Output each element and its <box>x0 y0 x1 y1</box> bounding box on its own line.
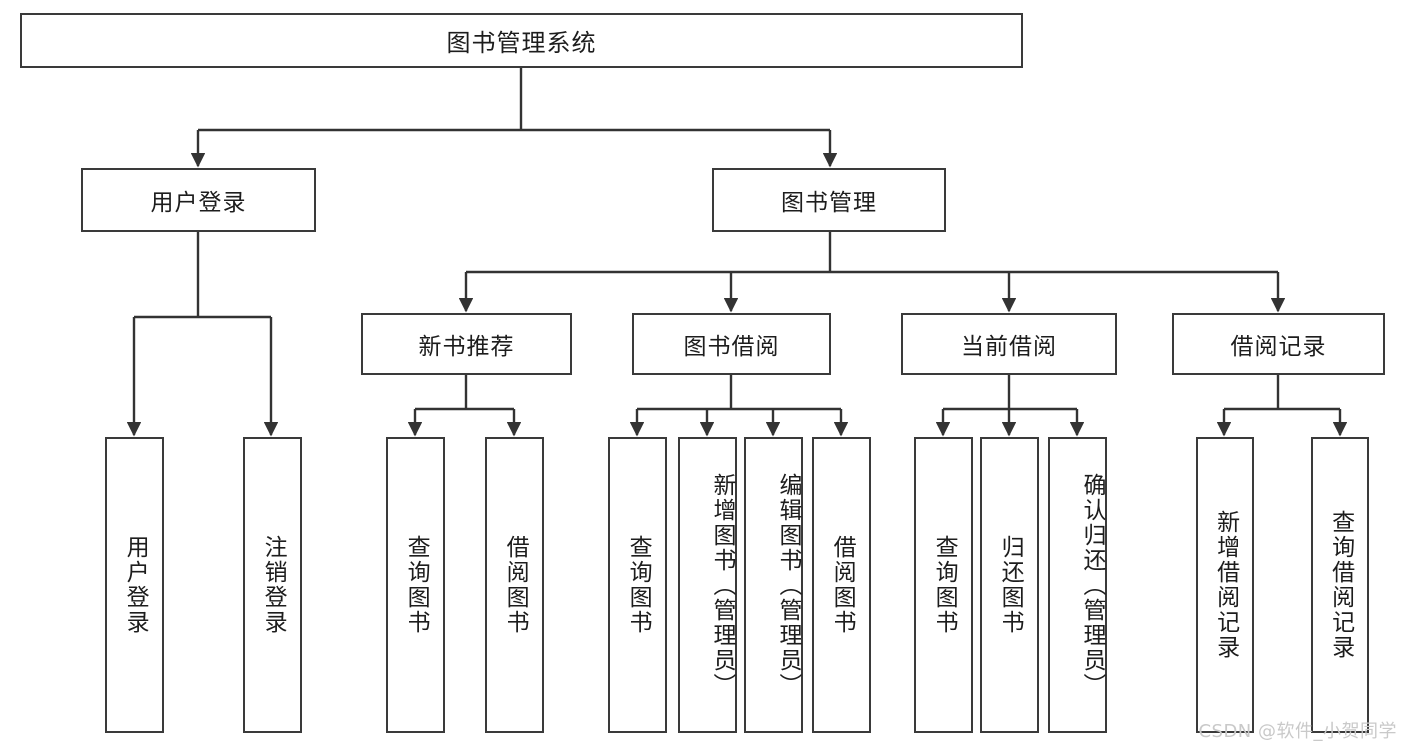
leaf-add-book-label: 新增图书（管理员） <box>709 472 735 698</box>
leaf-query-book-2[interactable]: 查询图书 <box>608 437 667 733</box>
node-user-login-label: 用户登录 <box>150 190 247 216</box>
leaf-return-book-label: 归还图书 <box>997 535 1024 635</box>
leaf-query-book-3-label: 查询图书 <box>931 535 958 635</box>
leaf-add-record-label: 新增借阅记录 <box>1212 510 1239 660</box>
leaf-confirm-return-label: 确认归还（管理员） <box>1079 472 1105 698</box>
leaf-query-book-3[interactable]: 查询图书 <box>914 437 973 733</box>
leaf-query-record-label: 查询借阅记录 <box>1327 510 1354 660</box>
node-current-borrow[interactable]: 当前借阅 <box>901 313 1117 375</box>
leaf-borrow-book-1[interactable]: 借阅图书 <box>485 437 544 733</box>
leaf-add-book[interactable]: 新增图书（管理员） <box>678 437 737 733</box>
leaf-query-book-1[interactable]: 查询图书 <box>386 437 445 733</box>
leaf-query-record[interactable]: 查询借阅记录 <box>1311 437 1369 733</box>
leaf-borrow-book-2[interactable]: 借阅图书 <box>812 437 871 733</box>
leaf-user-login[interactable]: 用户登录 <box>105 437 164 733</box>
node-book-manage-label: 图书管理 <box>781 190 877 216</box>
leaf-logout[interactable]: 注销登录 <box>243 437 302 733</box>
node-book-manage[interactable]: 图书管理 <box>712 168 946 232</box>
leaf-borrow-book-1-label: 借阅图书 <box>502 535 529 635</box>
node-root-label: 图书管理系统 <box>446 29 597 57</box>
leaf-logout-label: 注销登录 <box>260 535 287 635</box>
leaf-edit-book[interactable]: 编辑图书（管理员） <box>744 437 803 733</box>
leaf-query-book-1-label: 查询图书 <box>403 535 430 635</box>
node-current-borrow-label: 当前借阅 <box>961 334 1057 360</box>
node-borrow-record-label: 借阅记录 <box>1230 334 1327 360</box>
leaf-user-login-label: 用户登录 <box>122 535 149 635</box>
leaf-edit-book-label: 编辑图书（管理员） <box>775 472 801 698</box>
node-new-book-recommendation[interactable]: 新书推荐 <box>361 313 572 375</box>
leaf-add-record[interactable]: 新增借阅记录 <box>1196 437 1254 733</box>
leaf-return-book[interactable]: 归还图书 <box>980 437 1039 733</box>
leaf-borrow-book-2-label: 借阅图书 <box>829 535 856 635</box>
node-book-borrow[interactable]: 图书借阅 <box>632 313 831 375</box>
node-book-borrow-label: 图书借阅 <box>683 334 780 360</box>
watermark: CSDN @软件_小贺同学 <box>1198 721 1397 742</box>
node-new-book-recommendation-label: 新书推荐 <box>418 334 515 360</box>
node-root[interactable]: 图书管理系统 <box>20 13 1023 68</box>
node-borrow-record[interactable]: 借阅记录 <box>1172 313 1385 375</box>
leaf-confirm-return[interactable]: 确认归还（管理员） <box>1048 437 1107 733</box>
leaf-query-book-2-label: 查询图书 <box>625 535 652 635</box>
node-user-login[interactable]: 用户登录 <box>81 168 316 232</box>
